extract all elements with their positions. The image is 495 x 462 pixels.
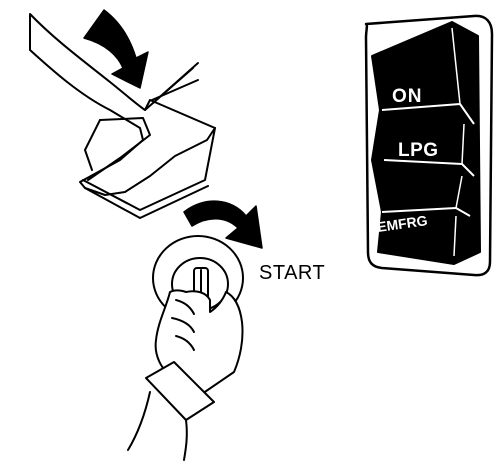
switch-label-on: ON	[392, 86, 423, 107]
fuel-rocker-switch: ON LPG EMFRG	[366, 16, 492, 275]
ignition-key-illustration	[128, 236, 243, 460]
start-label: START	[259, 263, 325, 283]
switch-label-lpg: LPG	[398, 140, 439, 161]
